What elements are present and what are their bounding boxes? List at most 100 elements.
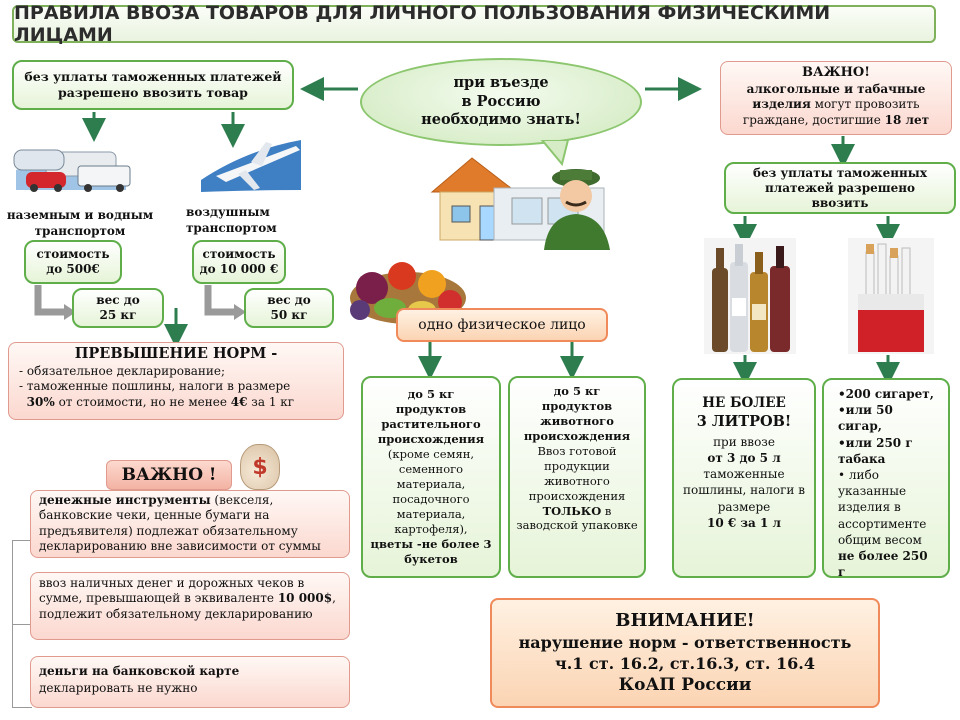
alcohol-line-4: от 3 до 5 л [707,450,781,465]
attention-line-2: нарушение норм - ответственность [518,632,852,652]
air-transport-label: воздушным транспортом [186,205,296,236]
plant-flowers: цветы -не более 3 букетов [370,536,492,566]
ground-cost-box: стоимость до 500€ [24,240,122,284]
monetary-instruments-note: денежные инструменты (векселя, банковски… [30,490,350,558]
note1-bold: денежные инструменты [39,493,211,507]
duty-free-goods-box: без уплаты таможенных платежей разрешено… [12,60,294,110]
plant-line-1: до 5 кг [407,387,455,402]
duty-free-line-2: разрешено ввозить товар [58,85,248,100]
ground-water-transport-image [13,149,131,192]
plant-line-3: растительного [381,417,481,432]
duty-free-line-1: без уплаты таможенных платежей [24,69,282,85]
alcohol-line-5: таможенные пошлины, налоги в размере [682,467,806,514]
age-restriction-c: могут провозить граждане, достигшие [742,97,920,128]
ground-weight-box: вес до 25 кг [72,288,164,328]
note2-c: , подлежит обязательному декларированию [39,591,336,621]
note1-rest: (векселя, банковские чеки, ценные бумаги… [39,493,321,554]
ground-transport-label-2: транспортом [34,223,126,238]
alcohol-line-2: 3 ЛИТРОВ! [696,413,792,431]
excess-item-2d: 4€ [230,395,248,410]
animal-products-box: до 5 кг продуктов животного происхождени… [508,376,646,578]
plant-detail: (кроме семян, семенного материала, посад… [387,447,475,536]
tobacco-item-3: •или 250 г табака [838,435,913,466]
attention-line-1: ВНИМАНИЕ! [615,610,755,632]
speech-bubble: при въезде в Россию необходимо знать! [360,58,642,146]
ground-transport-label: наземным и водным транспортом [0,208,160,239]
one-person-text: одно физическое лицо [418,317,586,333]
air-cost-line-1: стоимость [202,247,276,261]
excess-norms-box: ПРЕВЫШЕНИЕ НОРМ - - обязательное деклари… [8,342,344,420]
alcohol-bottles-image [704,238,796,354]
right-duty-free-box: без уплаты таможенных платежей разрешено… [724,162,956,214]
attention-line-3: ч.1 ст. 16.2, ст.16.3, ст. 16.4 [555,653,815,673]
air-weight-line-2: 50 кг [270,308,308,322]
excess-item-1-text: обязательное декларирование; [26,363,226,378]
excess-item-2: - таможенные пошлины, налоги в размере 3… [19,379,295,410]
animal-line-2: продуктов [541,398,613,413]
cigarettes-image [848,238,934,354]
important-left-text: ВАЖНО ! [121,465,217,485]
tobacco-item-1: •200 сигарет, [838,387,934,401]
age-restriction-b: изделия [752,97,811,112]
animal-only: ТОЛЬКО в заводской упаковке [516,504,638,534]
excess-item-2e: за 1 кг [247,395,295,410]
note3-rest: декларировать не нужно [39,680,198,695]
excess-item-2b: 30% [26,395,55,410]
cash-import-note: ввоз наличных денег и дорожных чеков в с… [30,572,350,640]
excess-item-1: - обязательное декларирование; [19,363,226,378]
page-title: ПРАВИЛА ВВОЗА ТОВАРОВ ДЛЯ ЛИЧНОГО ПОЛЬЗО… [12,2,936,46]
one-person-label: одно физическое лицо [396,308,608,342]
air-weight-box: вес до 50 кг [244,288,334,328]
air-weight-line-1: вес до [267,293,311,307]
alcohol-line-3: при ввозе [713,434,775,449]
note2-b: 10 000$ [277,591,333,606]
tobacco-item-5: указанные изделия в ассортименте общим в… [838,484,927,547]
money-bag-symbol: $ [252,454,268,480]
excess-title: ПРЕВЫШЕНИЕ НОРМ - [74,345,278,362]
excess-item-2a: таможенные пошлины, налоги в размере [26,379,291,394]
age-restriction-d: 18 лет [884,113,930,128]
notes-bracket-tick-2 [12,624,32,625]
air-transport-label-2: транспортом [186,220,277,235]
ground-cost-line-1: стоимость [36,247,110,261]
alcohol-line-1: НЕ БОЛЕЕ [702,395,786,411]
tobacco-item-6: не более 250 г [838,548,928,580]
bubble-line-3: необходимо знать! [421,111,581,129]
plant-line-2: продуктов [395,402,467,417]
air-transport-label-1: воздушным [186,205,270,219]
elbow-arrow-ground [34,285,68,316]
animal-only-bold: ТОЛЬКО [542,503,602,518]
excess-item-2c: от стоимости, но не менее [54,395,231,410]
notes-bracket-tick-1 [12,540,32,541]
animal-line-4: происхождения [523,428,631,443]
money-bag-icon: $ [240,444,280,490]
important-left-label: ВАЖНО ! [106,460,232,490]
ground-weight-line-1: вес до [96,293,140,307]
animal-detail: Ввоз готовой продукции животного происхо… [528,443,626,503]
tobacco-item-2: •или 50 сигар, [838,403,893,434]
alcohol-limit-box: НЕ БОЛЕЕ 3 ЛИТРОВ! при ввозе от 3 до 5 л… [672,378,816,578]
plant-line-4: происхождения [377,432,485,447]
alcohol-line-6: 10 € за 1 л [706,515,781,530]
air-cost-line-2: до 10 000 € [199,262,279,276]
right-duty-free-text: без уплаты таможенных платежей разрешено… [753,165,927,210]
ground-weight-line-2: 25 кг [99,308,137,322]
age-restriction-title: ВАЖНО! [802,65,870,80]
bubble-line-2: в Россию [461,92,541,110]
animal-line-3: животного [540,413,614,428]
airplane-image [201,140,301,192]
bubble-tail [540,140,570,166]
animal-only-rest: в заводской упаковке [516,503,638,533]
ground-cost-line-2: до 500€ [46,262,100,276]
tobacco-item-4: • либо [838,467,879,482]
animal-line-1: до 5 кг [553,384,601,398]
attention-line-4: КоАП России [618,675,752,696]
bank-card-note: деньги на банковской карте декларировать… [30,656,350,708]
plant-products-box: до 5 кг продуктов растительного происхож… [361,376,501,578]
elbow-arrow-air [204,285,238,316]
notes-bracket-tick-3 [12,707,32,708]
tobacco-limit-box: •200 сигарет, •или 50 сигар, •или 250 г … [822,378,950,580]
customs-house-officer-image [430,157,610,250]
age-restriction-a: алкогольные и табачные [746,81,926,96]
bubble-line-1: при въезде [453,73,549,91]
